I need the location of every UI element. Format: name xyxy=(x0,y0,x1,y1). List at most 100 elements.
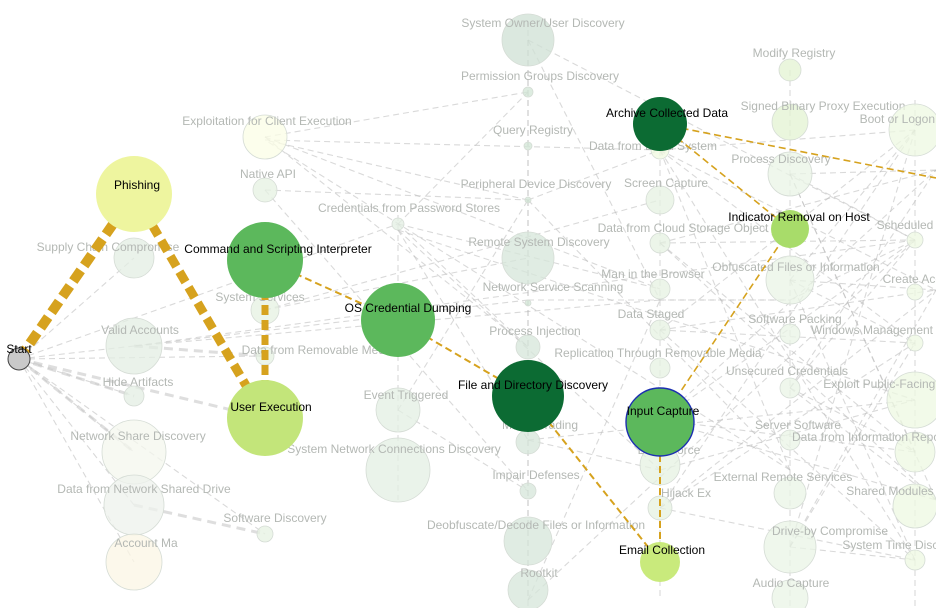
background-edge xyxy=(264,139,661,151)
background-edge xyxy=(789,387,916,453)
node-data-from-information-repositories[interactable]: Data from Information Repositories xyxy=(792,430,936,473)
node-phishing[interactable]: Phishing xyxy=(96,156,172,232)
background-edge xyxy=(397,409,529,492)
node-server-software[interactable]: Server Software xyxy=(755,418,841,451)
node-label: Process Injection xyxy=(489,324,580,338)
node-signed-binary-proxy-execution[interactable]: Signed Binary Proxy Execution xyxy=(741,99,906,141)
node-exploit-public-facing-application[interactable]: Exploit Public-Facing Application xyxy=(823,371,936,429)
node-label: Data from Network Shared Drive xyxy=(57,482,231,496)
node-obfuscated-files-or-information[interactable]: Obfuscated Files or Information xyxy=(712,255,880,305)
node-modify-registry[interactable]: Modify Registry xyxy=(753,46,836,82)
node-software-discovery[interactable]: Software Discovery xyxy=(223,511,327,543)
node-deobfuscate-decode-files-or-information[interactable]: Deobfuscate/Decode Files or Information xyxy=(427,516,645,566)
node-label: Remote System Discovery xyxy=(468,235,609,249)
node-file-and-directory-discovery[interactable]: File and Directory Discovery xyxy=(458,360,608,432)
node-native-api[interactable]: Native API xyxy=(240,167,296,203)
background-edge xyxy=(659,149,791,471)
node-command-and-scripting-interpreter[interactable]: Command and Scripting Interpreter xyxy=(184,222,372,298)
node-query-registry[interactable]: Query Registry xyxy=(493,123,573,151)
background-edge xyxy=(659,149,916,561)
node-unsecured-credentials[interactable]: Unsecured Credentials xyxy=(726,364,848,399)
node-windows-management-instrumentation[interactable]: Windows Management Instrumentation xyxy=(811,323,936,352)
node-rootkit[interactable]: Rootkit xyxy=(507,566,558,608)
node-label: Modify Registry xyxy=(753,46,836,60)
node-impair-defenses[interactable]: Impair Defenses xyxy=(492,468,580,500)
node-circle xyxy=(767,151,813,197)
node-label: Unsecured Credentials xyxy=(726,364,848,378)
node-label: Network Share Discovery xyxy=(70,429,205,443)
background-edge xyxy=(264,139,529,201)
node-system-owner-user-discovery[interactable]: System Owner/User Discovery xyxy=(461,13,625,67)
background-edge xyxy=(264,136,529,348)
background-edge xyxy=(659,129,916,509)
node-event-triggered[interactable]: Event Triggered xyxy=(364,387,449,433)
node-system-network-connections-discovery[interactable]: System Network Connections Discovery xyxy=(287,437,501,503)
node-os-credential-dumping[interactable]: OS Credential Dumping xyxy=(345,283,472,357)
node-indicator-removal-on-host[interactable]: Indicator Removal on Host xyxy=(728,210,870,248)
node-screen-capture[interactable]: Screen Capture xyxy=(624,176,708,215)
node-label: Peripheral Device Discovery xyxy=(461,177,612,191)
node-boot-or-logon-auto[interactable]: Boot or Logon Auto xyxy=(860,103,936,157)
node-start[interactable]: Start xyxy=(6,342,32,371)
node-label: Software Packing xyxy=(748,312,841,326)
node-email-collection[interactable]: Email Collection xyxy=(619,542,705,582)
node-credentials-from-password-stores[interactable]: Credentials from Password Stores xyxy=(318,201,500,231)
node-user-execution[interactable]: User Execution xyxy=(227,380,312,456)
node-software-packing[interactable]: Software Packing xyxy=(748,312,842,345)
node-audio-capture[interactable]: Audio Capture xyxy=(753,576,830,608)
node-create-acc[interactable]: Create Acc xyxy=(883,272,936,301)
node-man-in-the-browser[interactable]: Man in the Browser xyxy=(601,267,705,300)
node-exploitation-for-client-execution[interactable]: Exploitation for Client Execution xyxy=(182,114,352,160)
node-label: Signed Binary Proxy Execution xyxy=(741,99,906,113)
node-drive-by-compromise[interactable]: Drive-by Compromise xyxy=(763,520,888,574)
node-supply-chain-compromise[interactable]: Supply Chain Compromise xyxy=(37,237,180,279)
node-label: System Network Connections Discovery xyxy=(287,442,500,456)
node-process-injection[interactable]: Process Injection xyxy=(489,324,581,360)
node-system-time-discovery[interactable]: System Time Discovery xyxy=(842,538,936,571)
node-input-capture[interactable]: Input Capture xyxy=(625,387,700,457)
node-permission-groups-discovery[interactable]: Permission Groups Discovery xyxy=(461,69,619,98)
background-edge xyxy=(397,91,529,225)
node-scheduled[interactable]: Scheduled xyxy=(877,218,934,249)
node-data-staged[interactable]: Data Staged xyxy=(618,307,685,341)
node-circle xyxy=(96,156,172,232)
node-account-ma[interactable]: Account Ma xyxy=(105,533,178,591)
background-edge xyxy=(18,358,135,506)
node-process-discovery[interactable]: Process Discovery xyxy=(731,151,831,197)
background-edge xyxy=(789,173,916,241)
background-edge xyxy=(659,289,936,331)
node-circle xyxy=(779,377,801,399)
node-label: Software Discovery xyxy=(223,511,326,525)
node-label: Data from Cloud Storage Object xyxy=(598,221,769,235)
background-edge xyxy=(527,239,916,601)
node-label: Hide Artifacts xyxy=(103,375,174,389)
start-circle xyxy=(7,347,31,371)
background-edge xyxy=(527,199,791,471)
background-edge xyxy=(264,91,529,138)
node-circle xyxy=(524,299,532,307)
background-edge xyxy=(264,199,661,311)
background-edge xyxy=(659,419,916,453)
node-circle xyxy=(227,380,303,456)
node-circle xyxy=(256,525,274,543)
node-replication-through-removable-media[interactable]: Replication Through Removable Media xyxy=(554,346,762,379)
node-data-from-network-shared-drive[interactable]: Data from Network Shared Drive xyxy=(57,474,231,536)
node-network-share-discovery[interactable]: Network Share Discovery xyxy=(70,419,206,485)
attack-edge-phishing-user_exec xyxy=(130,191,269,421)
node-hijack-ex[interactable]: Hijack Ex xyxy=(647,486,711,521)
node-archive-collected-data[interactable]: Archive Collected Data xyxy=(606,97,728,151)
background-edge xyxy=(789,129,916,548)
node-circle xyxy=(640,542,680,582)
background-edge xyxy=(527,39,661,301)
node-data-from-cloud-storage-object[interactable]: Data from Cloud Storage Object xyxy=(598,221,769,254)
node-remote-system-discovery[interactable]: Remote System Discovery xyxy=(468,231,610,285)
node-external-remote-services[interactable]: External Remote Services xyxy=(714,470,853,510)
node-hide-artifacts[interactable]: Hide Artifacts xyxy=(103,375,174,407)
node-shared-modules[interactable]: Shared Modules xyxy=(846,483,936,529)
node-label: Server Software xyxy=(755,418,841,432)
node-valid-accounts[interactable]: Valid Accounts xyxy=(101,317,179,375)
background-edge xyxy=(659,239,916,244)
node-network-service-scanning[interactable]: Network Service Scanning xyxy=(483,280,624,307)
node-circle xyxy=(361,283,435,357)
node-peripheral-device-discovery[interactable]: Peripheral Device Discovery xyxy=(461,177,612,204)
